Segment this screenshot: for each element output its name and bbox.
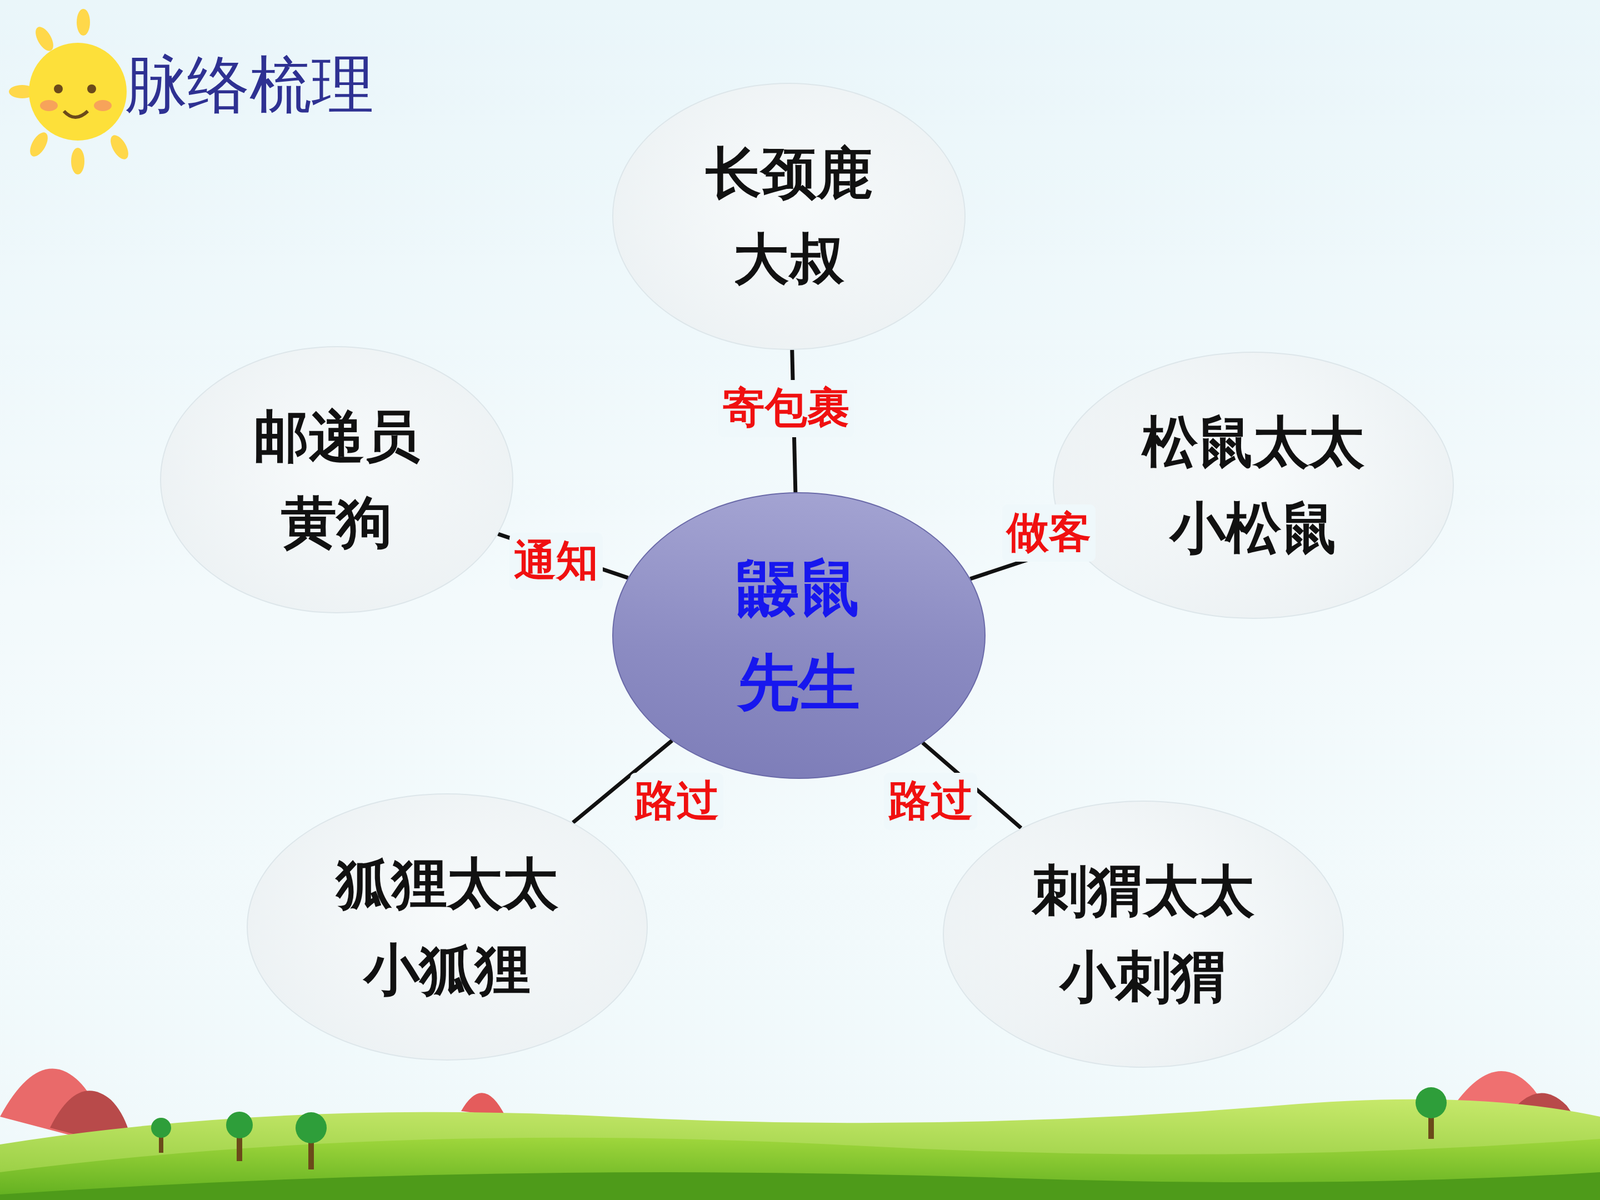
edge-label: 通知 [509, 532, 603, 590]
node-text: 刺猬太太 小刺猬 [1010, 847, 1277, 1020]
edge-label: 路过 [883, 772, 978, 830]
character-ellipse: 邮递员 黄狗 [160, 346, 514, 614]
central-ellipse: 鼹鼠 先生 [612, 492, 986, 779]
character-ellipse: 长颈鹿 大叔 [612, 82, 966, 350]
character-ellipse: 刺猬太太 小刺猬 [942, 800, 1344, 1068]
sun [8, 8, 132, 175]
character-ellipse: 松鼠太太 小松鼠 [1052, 351, 1454, 619]
node-text: 狐狸太太 小狐狸 [313, 840, 581, 1013]
node-text: 长颈鹿 大叔 [694, 130, 884, 303]
node-text: 邮递员 黄狗 [242, 393, 432, 566]
trees [151, 1087, 1447, 1170]
node-text: 松鼠太太 小松鼠 [1120, 398, 1387, 572]
slide-title: 脉络梳理 [125, 43, 374, 128]
edge-label: 路过 [630, 772, 724, 830]
edge-label: 寄包裹 [718, 380, 854, 438]
node-text: 鼹鼠 先生 [726, 540, 872, 730]
edge-label: 做客 [1002, 504, 1096, 562]
hills [0, 1068, 1600, 1200]
character-ellipse: 狐狸太太 小狐狸 [246, 793, 648, 1061]
